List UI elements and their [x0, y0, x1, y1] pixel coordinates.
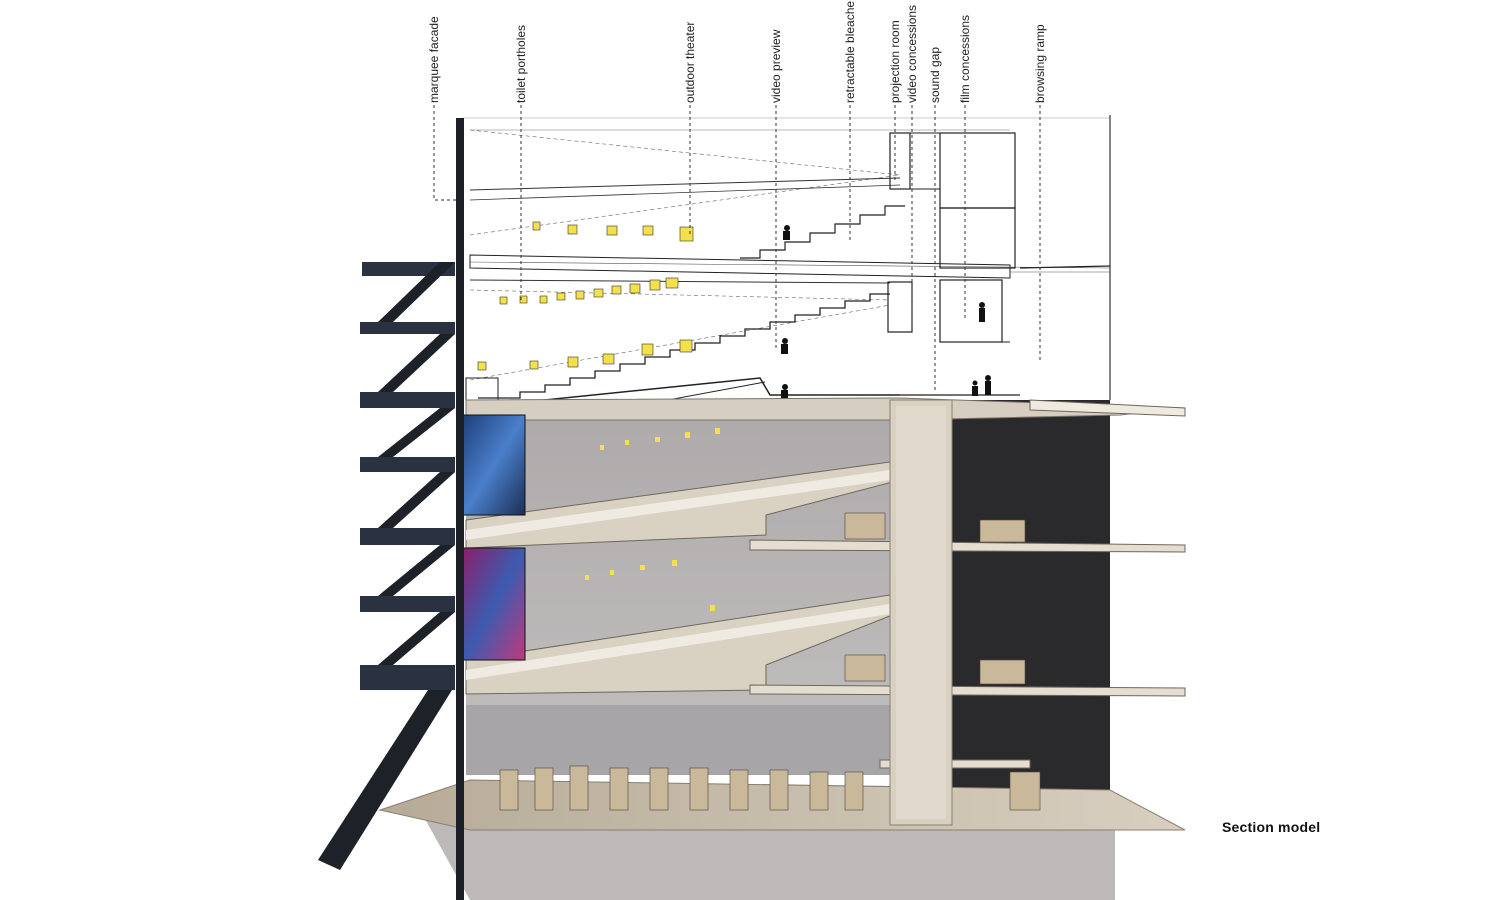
figure-caption: Section model	[1222, 819, 1321, 835]
label-retractable-bleachers: retractable bleachers	[843, 0, 857, 103]
upper-sketch	[462, 115, 1111, 421]
label-projection-room: projection room	[888, 20, 902, 103]
label-film-concessions: film concessions	[958, 15, 972, 103]
exterior-stair	[318, 262, 455, 870]
label-browsing-ramp: browsing ramp	[1033, 24, 1047, 103]
model-portholes	[585, 428, 720, 611]
callout-labels: marquee facade toilet portholes outdoor …	[427, 0, 1047, 103]
label-toilet-portholes: toilet portholes	[514, 25, 528, 103]
label-sound-gap: sound gap	[928, 47, 942, 103]
section-model	[318, 118, 1186, 900]
leader-lines	[433, 105, 1041, 390]
sketch-figures	[781, 225, 991, 400]
model-seats	[499, 512, 1041, 811]
label-video-concessions: video concessions	[905, 5, 919, 103]
label-outdoor-theater: outdoor theater	[683, 22, 697, 103]
label-marquee-facade: marquee facade	[427, 16, 441, 103]
sketch-portholes	[477, 221, 694, 371]
label-video-preview: video preview	[769, 29, 783, 103]
